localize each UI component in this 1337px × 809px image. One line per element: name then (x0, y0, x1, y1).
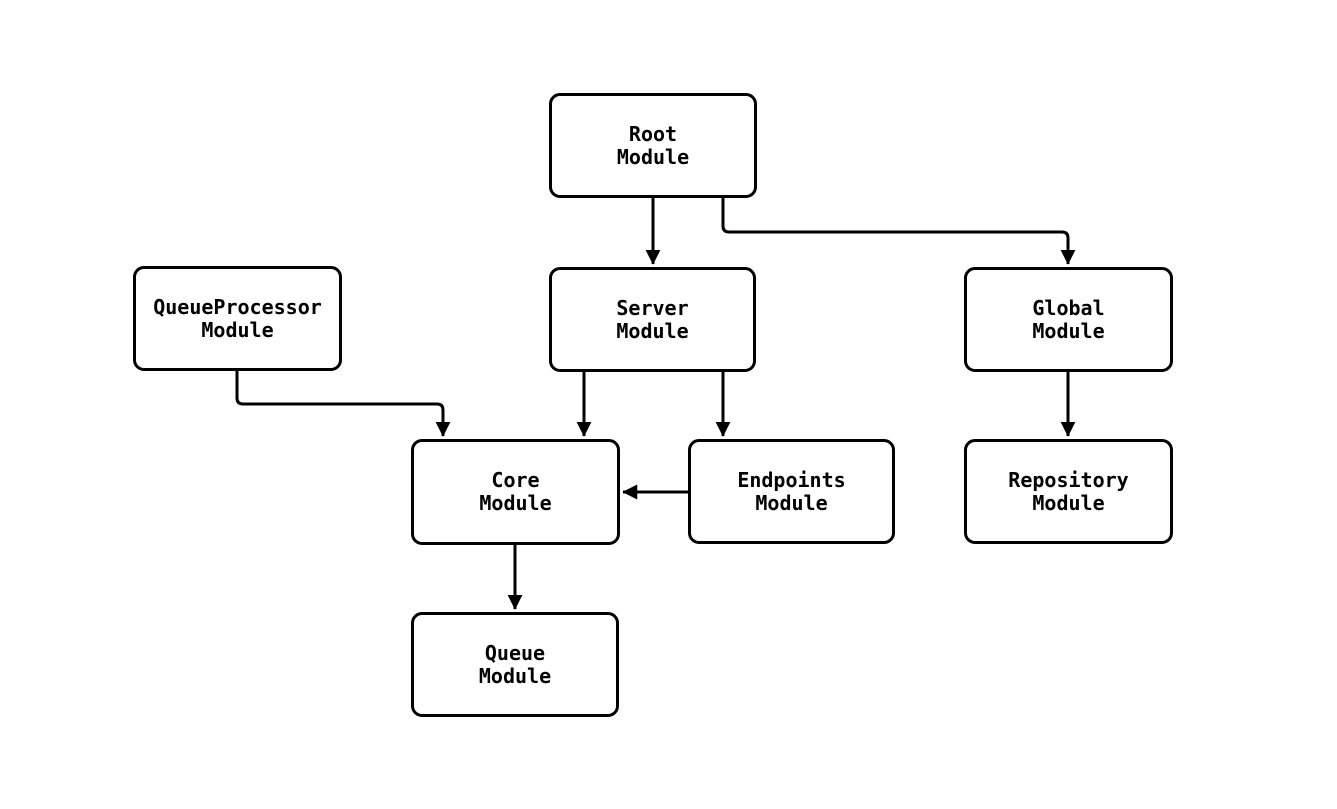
node-endpoints-module: Endpoints Module (688, 439, 895, 544)
node-root-module-label: Root Module (616, 121, 690, 169)
node-queue-module: Queue Module (411, 612, 619, 717)
node-global-module-label: Global Module (1032, 295, 1105, 343)
node-endpoints-module-label: Endpoints Module (737, 467, 846, 515)
node-repository-module-label: Repository Module (1008, 467, 1129, 515)
node-queueprocessor-module: QueueProcessor Module (133, 266, 342, 371)
node-queue-module-label: Queue Module (478, 640, 552, 688)
node-core-module: Core Module (411, 439, 620, 545)
edge-queueprocessor-to-core (235, 371, 451, 437)
node-server-module-label: Server Module (616, 295, 689, 343)
node-core-module-label: Core Module (479, 468, 552, 515)
node-queueprocessor-module-label: QueueProcessor Module (153, 294, 322, 342)
node-root-module: Root Module (549, 93, 757, 198)
node-repository-module: Repository Module (964, 439, 1173, 544)
node-server-module: Server Module (549, 267, 756, 372)
node-global-module: Global Module (964, 267, 1173, 372)
edge-root-to-global (721, 198, 1076, 265)
